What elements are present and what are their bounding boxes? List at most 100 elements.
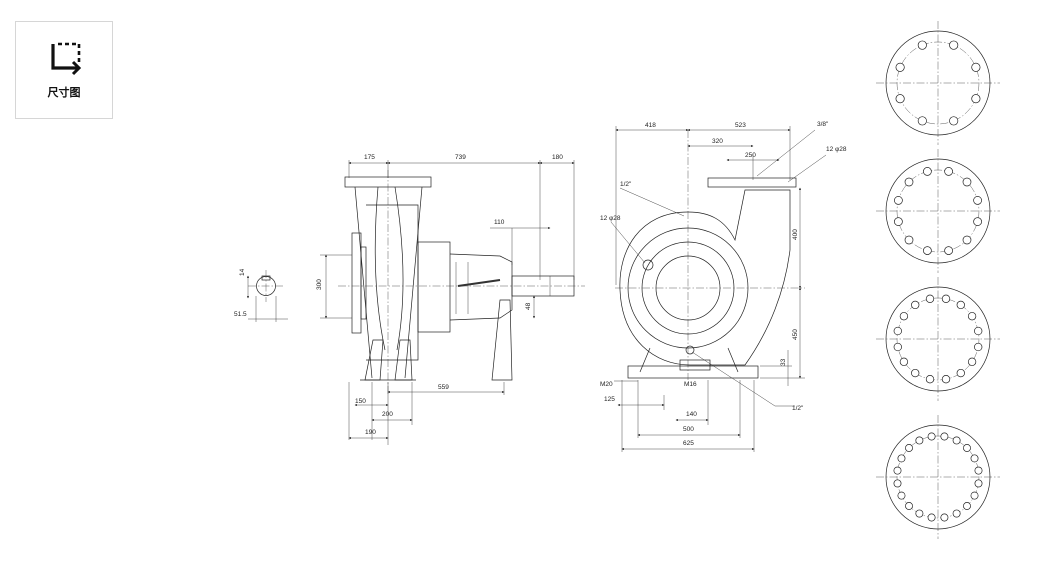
bolt-hole [944,246,953,255]
bolt-hole [970,454,979,463]
bolt-hole [949,116,959,126]
bolt-hole [941,294,951,303]
bolt-hole [899,312,909,321]
bolt-hole [925,294,935,303]
dim-300: 300 [316,279,323,290]
dim-190: 190 [365,429,376,436]
bolt-hole [917,40,927,50]
flange-12-holes [876,149,1000,273]
bolt-hole [893,342,902,352]
shaft-section: 14 51.5 [234,268,288,322]
bolt-hole [967,357,977,366]
bolt-hole [963,502,971,510]
bolt-hole [897,454,906,463]
dim-625: 625 [683,440,694,447]
dim-110: 110 [494,219,505,226]
dim-200: 200 [382,411,393,418]
bolt-hole [952,509,961,518]
bolt-hole [967,312,977,321]
dim-400: 400 [792,229,799,240]
bolt-hole [941,375,951,384]
dim-523: 523 [735,122,746,129]
dim-m20: M20 [600,381,613,388]
bolt-hole [905,502,913,510]
bolt-hole [895,62,905,72]
bolt-hole [893,326,902,336]
bolt-hole [923,246,932,255]
bolt-hole [927,513,936,522]
bolt-hole [893,466,902,475]
bolt-hole [917,116,927,126]
bolt-hole [894,196,903,205]
dim-250: 250 [745,152,756,159]
dim-thread-1-2-top: 1/2" [620,181,632,188]
bolt-hole [973,196,982,205]
bolt-hole [905,444,913,452]
dim-125: 125 [604,396,615,403]
shaft-keyway-dim: 14 [239,268,246,276]
side-view-dimensions: 175 739 180 110 300 48 150 200 559 190 [316,154,575,445]
bolt-hole [911,300,920,310]
bolt-hole [962,235,972,245]
bolt-hole [899,357,909,366]
bolt-hole [974,326,983,336]
side-view-pump [338,170,585,395]
dim-320: 320 [712,138,723,145]
bolt-hole [893,479,902,488]
bolt-hole [904,235,914,245]
bolt-hole [894,217,903,226]
dim-holes-top: 12 φ28 [826,146,847,153]
bolt-hole [911,368,920,378]
bolt-hole [952,436,961,445]
bolt-hole [974,466,983,475]
dim-140: 140 [686,411,697,418]
dim-m16: M16 [684,381,697,388]
bolt-hole [971,94,981,104]
dimensions-icon [51,42,82,76]
flange-8-holes [876,21,1000,145]
bolt-hole [923,167,932,176]
bolt-hole [974,342,983,352]
bolt-hole [915,436,924,445]
dim-thread-1-2-bottom: 1/2" [792,405,804,412]
flange-20-holes [876,415,1000,539]
bolt-hole [963,444,971,452]
dim-holes-side: 12 φ28 [600,215,621,222]
bolt-hole [904,177,914,187]
dim-559: 559 [438,384,449,391]
dim-450: 450 [792,329,799,340]
dim-500: 500 [683,426,694,433]
bolt-hole [897,491,906,500]
bolt-hole [971,62,981,72]
dim-150: 150 [355,398,366,405]
badge-label: 尺寸图 [47,87,81,99]
bolt-hole [962,177,972,187]
dim-418: 418 [645,122,656,129]
bolt-hole [925,375,935,384]
shaft-diameter-dim: 51.5 [234,311,247,318]
dim-48: 48 [525,302,532,310]
dimensions-badge[interactable]: 尺寸图 [15,21,113,119]
bolt-hole [973,217,982,226]
bolt-hole [927,432,936,441]
bolt-hole [956,300,965,310]
dim-739: 739 [455,154,466,161]
bolt-hole [940,432,949,441]
bolt-hole [915,509,924,518]
dim-175: 175 [364,154,375,161]
bolt-hole [956,368,965,378]
dim-33: 33 [780,358,787,366]
dim-thread-3-8: 3/8" [817,121,829,128]
front-view-pump [615,130,805,380]
flange-16-holes [876,277,1000,401]
bolt-hole [970,491,979,500]
flange-patterns [876,21,1000,539]
bolt-hole [940,513,949,522]
bolt-hole [895,94,905,104]
bolt-hole [944,167,953,176]
front-view-dimensions: 418 523 320 250 3/8" 12 φ28 1/2" 12 φ28 … [600,121,847,452]
bolt-hole [949,40,959,50]
bolt-hole [974,479,983,488]
dim-180: 180 [552,154,563,161]
